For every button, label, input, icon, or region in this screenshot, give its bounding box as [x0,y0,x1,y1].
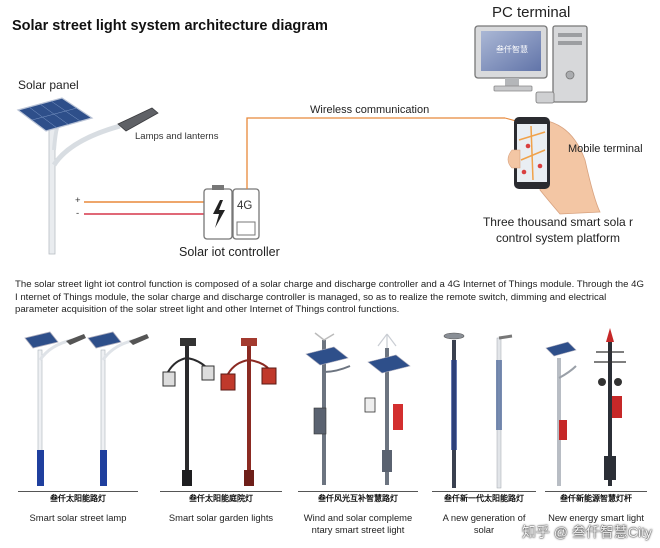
pc-terminal-label: PC terminal [492,4,571,21]
wireless-label: Wireless communication [310,104,430,116]
caption-divider [298,491,418,492]
mobile-terminal-label: Mobile terminal [568,143,643,155]
product-1-en-name: Smart solar street lamp [29,512,127,523]
product-5-illustration [545,328,626,486]
lamps-label: Lamps and lanterns [135,131,219,142]
product-2-illustration [162,338,277,486]
controller-illustration [203,185,260,240]
platform-label: Three thousand smart sola r control syst… [482,215,634,245]
product-3-illustration [305,332,411,485]
watermark: 知乎 @ 叁仟智慧City [521,524,652,540]
product-4-cn-name: 叁仟新一代太阳能路灯 [444,494,524,503]
mobile-terminal-illustration [507,117,601,215]
caption-divider [432,491,536,492]
controller-label: Solar iot controller [179,245,280,259]
negative-wire-label: - [76,208,80,219]
caption-divider [160,491,282,492]
caption-divider [18,491,138,492]
product-3-caption: 叁仟风光互补智慧路灯 Wind and solar compleme ntary… [298,491,418,536]
pc-screen-text: 叁仟智慧 [496,45,528,54]
product-1-cn-name: 叁仟太阳能路灯 [50,494,106,503]
product-2-caption: 叁仟太阳能庭院灯 Smart solar garden lights [160,491,282,524]
caption-divider [545,491,647,492]
controller-4g-badge: 4G [237,200,253,212]
product-1-caption: 叁仟太阳能路灯 Smart solar street lamp [18,491,138,524]
street-light-illustration [16,97,207,255]
product-5-en-name: New energy smart light [548,512,644,523]
solar-panel-label: Solar panel [18,78,79,92]
product-3-cn-name: 叁仟风光互补智慧路灯 [318,494,398,503]
product-4-caption: 叁仟新一代太阳能路灯 A new generation of solar [432,491,536,536]
product-5-cn-name: 叁仟新能源智慧灯杆 [560,494,632,503]
pc-terminal-illustration [474,25,588,104]
product-5-caption: 叁仟新能源智慧灯杆 New energy smart light [545,491,647,524]
product-1-illustration [24,331,149,486]
positive-wire-label: + [75,195,81,206]
product-4-illustration [443,332,513,489]
diagram-title: Solar street light system architecture d… [12,18,328,34]
product-2-en-name: Smart solar garden lights [168,512,274,523]
description-paragraph: The solar street light iot control funct… [15,279,644,316]
product-3-en-name: Wind and solar compleme ntary smart stre… [303,512,413,535]
product-4-en-name: A new generation of solar [442,512,526,535]
product-2-cn-name: 叁仟太阳能庭院灯 [189,494,253,503]
